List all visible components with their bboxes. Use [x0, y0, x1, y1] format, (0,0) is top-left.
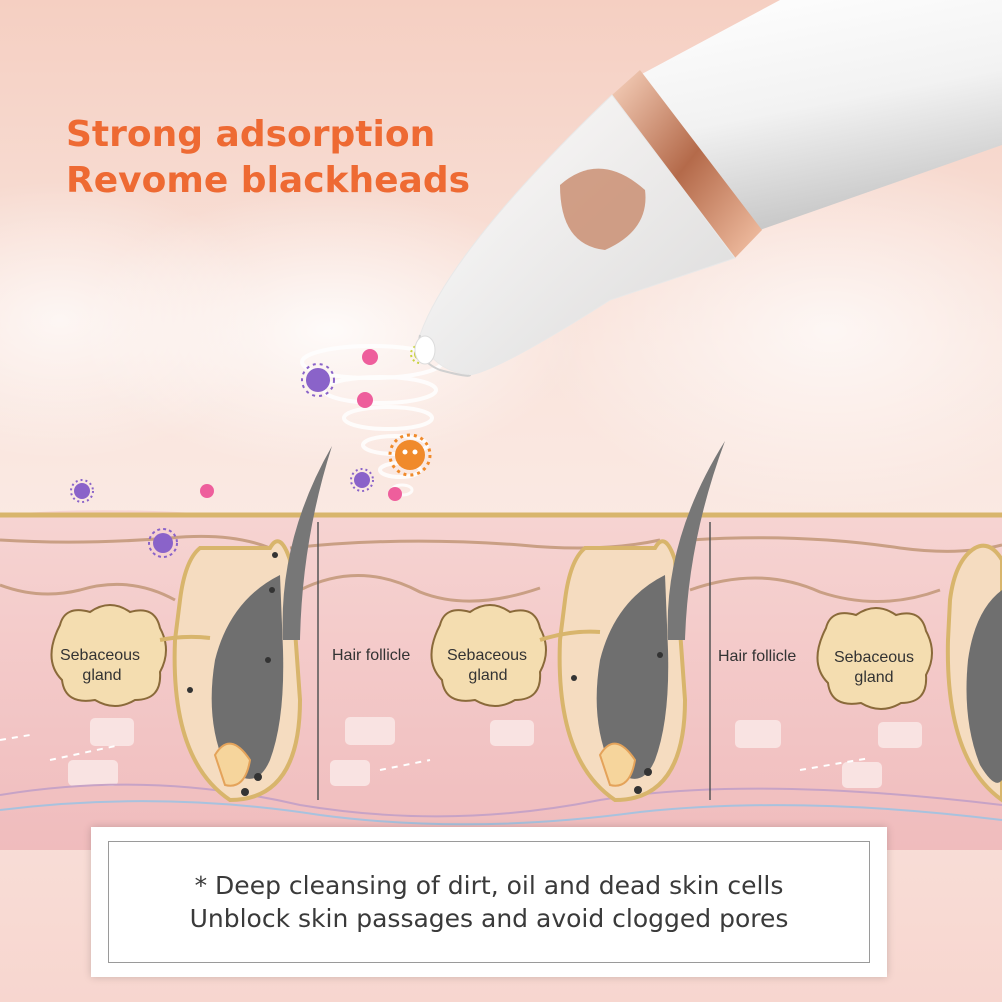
follicle-3 [945, 543, 1002, 803]
headline-line-1: Strong adsorption [66, 114, 436, 155]
sebaceous-gland-shape-3 [816, 607, 933, 710]
label-sebaceous-gland-3: Sebaceous gland [834, 649, 914, 686]
svg-text:Sebaceous: Sebaceous [834, 649, 914, 666]
bacteria-icons [70, 344, 432, 558]
svg-text:gland: gland [854, 669, 893, 686]
caption-line-2: Unblock skin passages and avoid clogged … [189, 904, 789, 933]
label-hair-follicle-1: Hair follicle [332, 647, 410, 664]
label-sebaceous-gland-2: Sebaceous gland [447, 647, 527, 684]
caption-box: * Deep cleansing of dirt, oil and dead s… [91, 827, 887, 977]
follicle-2 [557, 441, 725, 803]
follicle-1 [172, 446, 332, 803]
headline: Strong adsorption Revome blackheads [66, 112, 470, 204]
caption-frame: * Deep cleansing of dirt, oil and dead s… [108, 841, 870, 963]
caption-line-1: * Deep cleansing of dirt, oil and dead s… [194, 871, 784, 900]
label-hair-follicle-2: Hair follicle [718, 648, 796, 665]
device-illustration [414, 0, 1002, 377]
svg-text:gland: gland [82, 667, 121, 684]
sebaceous-gland-shape-1 [50, 604, 211, 707]
svg-text:Sebaceous: Sebaceous [447, 647, 527, 664]
headline-line-2: Revome blackheads [66, 160, 471, 201]
sebaceous-gland-shape-2 [430, 604, 601, 707]
svg-text:gland: gland [468, 667, 507, 684]
svg-text:Sebaceous: Sebaceous [60, 647, 140, 664]
label-sebaceous-gland-1: Sebaceous gland [60, 647, 140, 684]
